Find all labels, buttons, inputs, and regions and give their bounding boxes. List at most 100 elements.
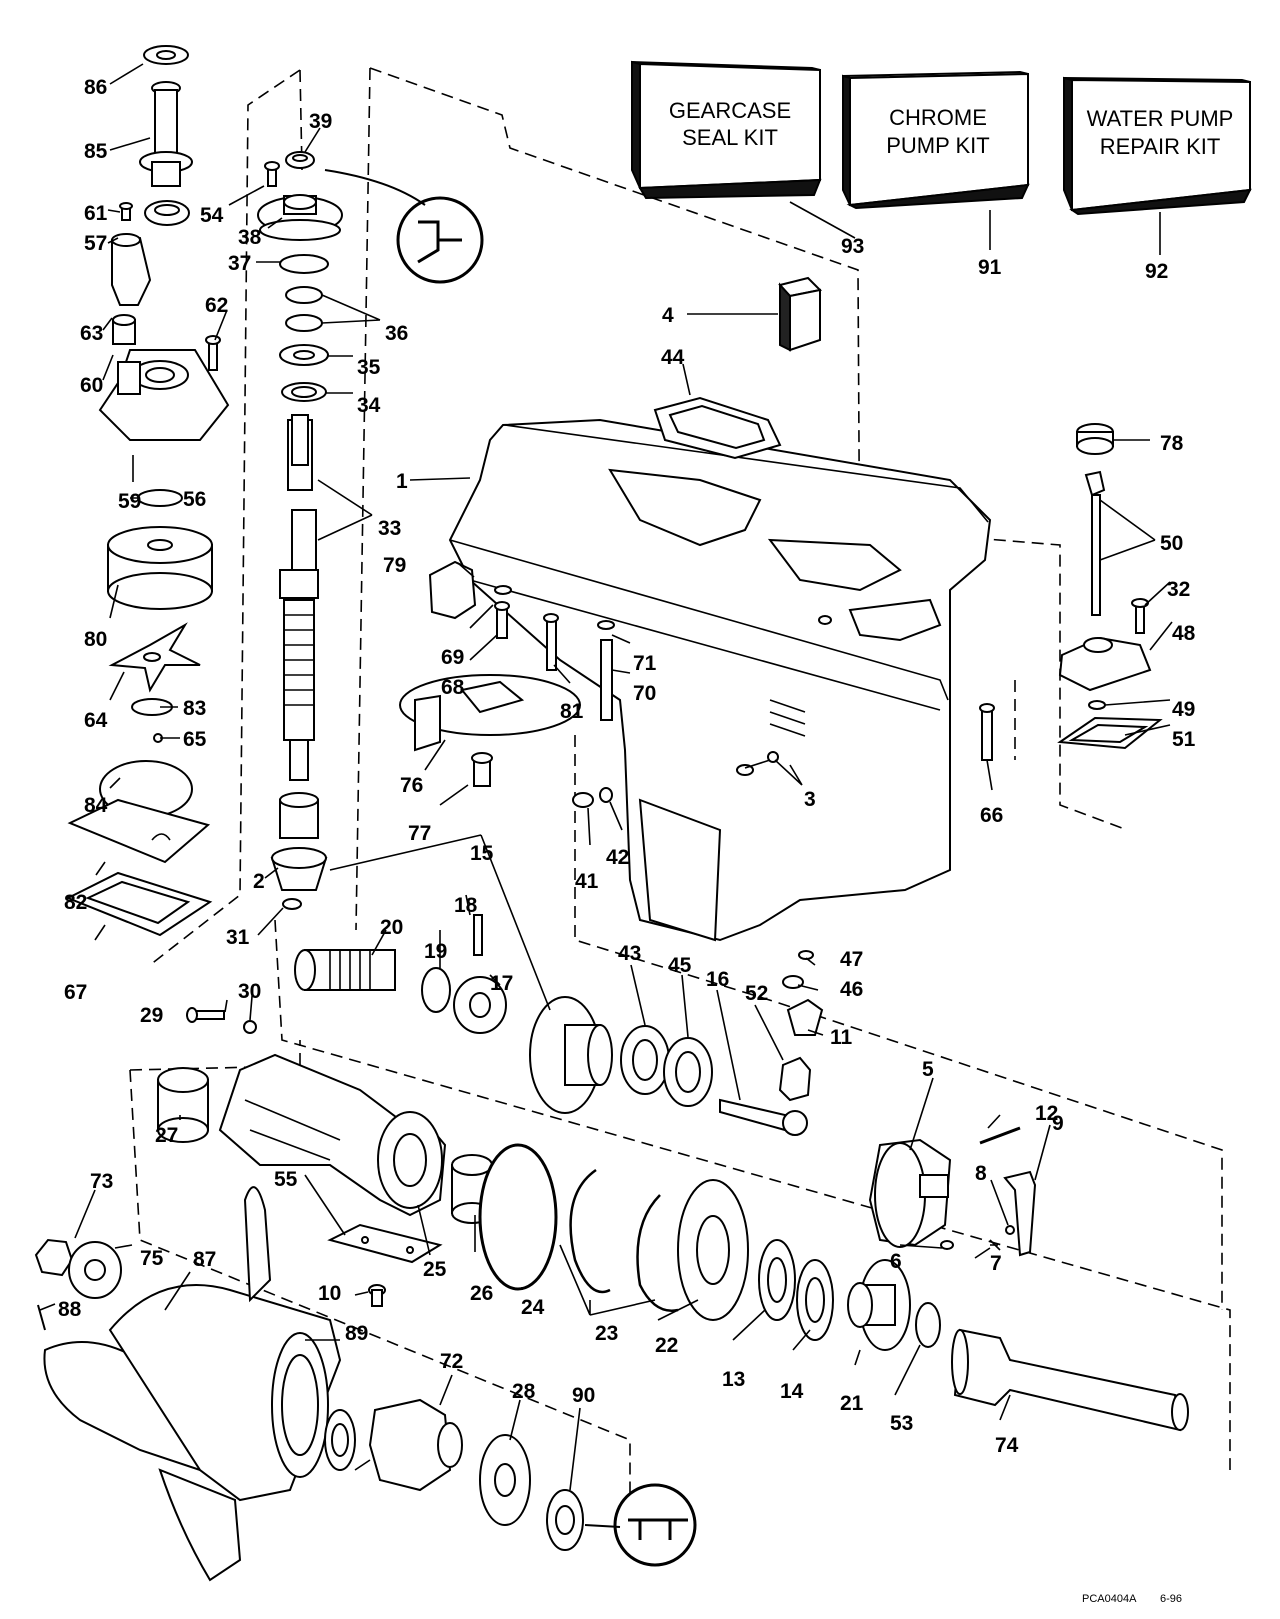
callout-5: 5 — [922, 1058, 934, 1081]
callout-21: 21 — [840, 1392, 864, 1415]
callout-4: 4 — [662, 304, 674, 327]
callout-68: 68 — [441, 676, 465, 699]
callout-64: 64 — [84, 709, 108, 732]
kit-92-label-line1: WATER PUMP — [1087, 106, 1234, 131]
callout-82: 82 — [64, 891, 87, 914]
callout-24: 24 — [521, 1296, 545, 1319]
part-16-shaft — [719, 1098, 808, 1136]
callout-47: 47 — [840, 948, 863, 971]
part-39-seal — [285, 151, 315, 169]
callout-39: 39 — [309, 110, 332, 133]
part-74-nut — [34, 1238, 74, 1277]
part-35-thrust-washer — [279, 344, 329, 366]
callout-7: 7 — [990, 1252, 1002, 1275]
callout-57: 57 — [84, 232, 107, 255]
part-90-bushing — [324, 1409, 356, 1471]
part-23-retaining-rings — [569, 1168, 679, 1312]
callout-16: 16 — [706, 968, 729, 991]
part-19-ring — [421, 967, 451, 1013]
callout-61: 61 — [84, 202, 108, 225]
callout-49: 49 — [1172, 698, 1195, 721]
part-71-washer — [597, 620, 615, 630]
part-45-thrust-washer — [663, 1037, 713, 1107]
part-51-gasket — [1057, 716, 1163, 750]
callout-75: 88 — [58, 1298, 82, 1321]
callout-67: 67 — [64, 981, 87, 1004]
kit-91-label-line1: CHROME — [889, 105, 987, 130]
part-62-screw — [205, 335, 221, 371]
callout-25: 25 — [423, 1258, 447, 1281]
kit-93-label-line2: SEAL KIT — [682, 125, 778, 150]
part-77-screw — [471, 752, 493, 787]
callout-62: 62 — [205, 294, 228, 317]
callout-43: 43 — [618, 942, 641, 965]
part-9-lever — [1003, 1170, 1037, 1257]
part-18-pin — [473, 914, 483, 956]
part-63-liner — [111, 233, 152, 306]
callout-20-upper: 20 — [380, 916, 403, 939]
part-27-bearing — [157, 1067, 209, 1143]
callout-23: 23 — [595, 1322, 618, 1345]
part-13-washer — [758, 1239, 796, 1321]
callout-44: 44 — [661, 346, 685, 369]
callout-6: 6 — [890, 1250, 902, 1273]
callout-20-lower: 74 — [995, 1434, 1019, 1457]
callout-13: 13 — [722, 1368, 745, 1391]
part-29-screw — [186, 1007, 225, 1023]
part-30-washer — [243, 1020, 257, 1034]
part-5-clutch-dog — [868, 1138, 952, 1248]
part-38-cover — [257, 194, 343, 241]
kit-box-chrome-pump — [842, 70, 1030, 210]
part-69-washer — [494, 585, 512, 595]
callout-11: 11 — [830, 1026, 853, 1049]
callout-85: 85 — [84, 140, 108, 163]
part-49-o-ring — [1088, 700, 1106, 710]
callout-86: 86 — [84, 76, 107, 99]
part-79-cap — [428, 560, 477, 620]
part-64-impeller — [108, 622, 201, 693]
part-75-cotter-pin — [37, 1304, 46, 1331]
part-41-plug — [572, 792, 594, 808]
part-10-screw — [368, 1284, 386, 1307]
callout-63: 63 — [80, 322, 103, 345]
callout-52: 52 — [745, 982, 768, 1005]
callout-70: 70 — [633, 682, 656, 705]
part-54-screw — [264, 161, 280, 187]
part-12-spring — [979, 1126, 1021, 1145]
drawing-date: 6-96 — [1160, 1593, 1182, 1605]
callout-76: 76 — [400, 774, 423, 797]
callout-84: 84 — [84, 794, 108, 817]
part-15-forward-gear — [529, 996, 613, 1114]
part-2-needle-bearing — [279, 792, 319, 839]
callout-19: 19 — [424, 940, 447, 963]
part-82-plate — [67, 798, 211, 864]
callout-36: 36 — [385, 322, 408, 345]
callout-1: 1 — [396, 470, 408, 493]
callout-2: 2 — [253, 870, 265, 893]
part-36-washer-b — [285, 314, 323, 332]
callout-72: 28 — [512, 1380, 536, 1403]
callout-53: 53 — [890, 1412, 913, 1435]
callout-34: 34 — [357, 394, 381, 417]
part-50-shift-rod — [1084, 470, 1106, 616]
kit-93-label-line1: GEARCASE — [669, 98, 791, 123]
callout-78: 78 — [1160, 432, 1184, 455]
kit-box-water-pump-repair — [1063, 76, 1252, 216]
callout-66: 66 — [980, 804, 1003, 827]
part-6-pin — [940, 1240, 954, 1250]
callout-73: 75 — [140, 1247, 164, 1270]
part-37-o-ring — [279, 254, 329, 274]
callout-54: 54 — [200, 204, 224, 227]
part-28-seal — [546, 1489, 584, 1551]
callout-74: 73 — [90, 1170, 113, 1193]
callout-32: 32 — [1167, 578, 1190, 601]
callout-28: 90 — [572, 1384, 595, 1407]
callout-31: 31 — [226, 926, 250, 949]
kit-box-gearcase-seal — [631, 60, 822, 200]
part-2-pinion-gear — [270, 847, 328, 891]
part-25-bearing-housing — [218, 1053, 447, 1217]
callout-33: 33 — [378, 517, 401, 540]
part-86-seal — [143, 45, 189, 65]
part-53-washer — [915, 1302, 941, 1348]
